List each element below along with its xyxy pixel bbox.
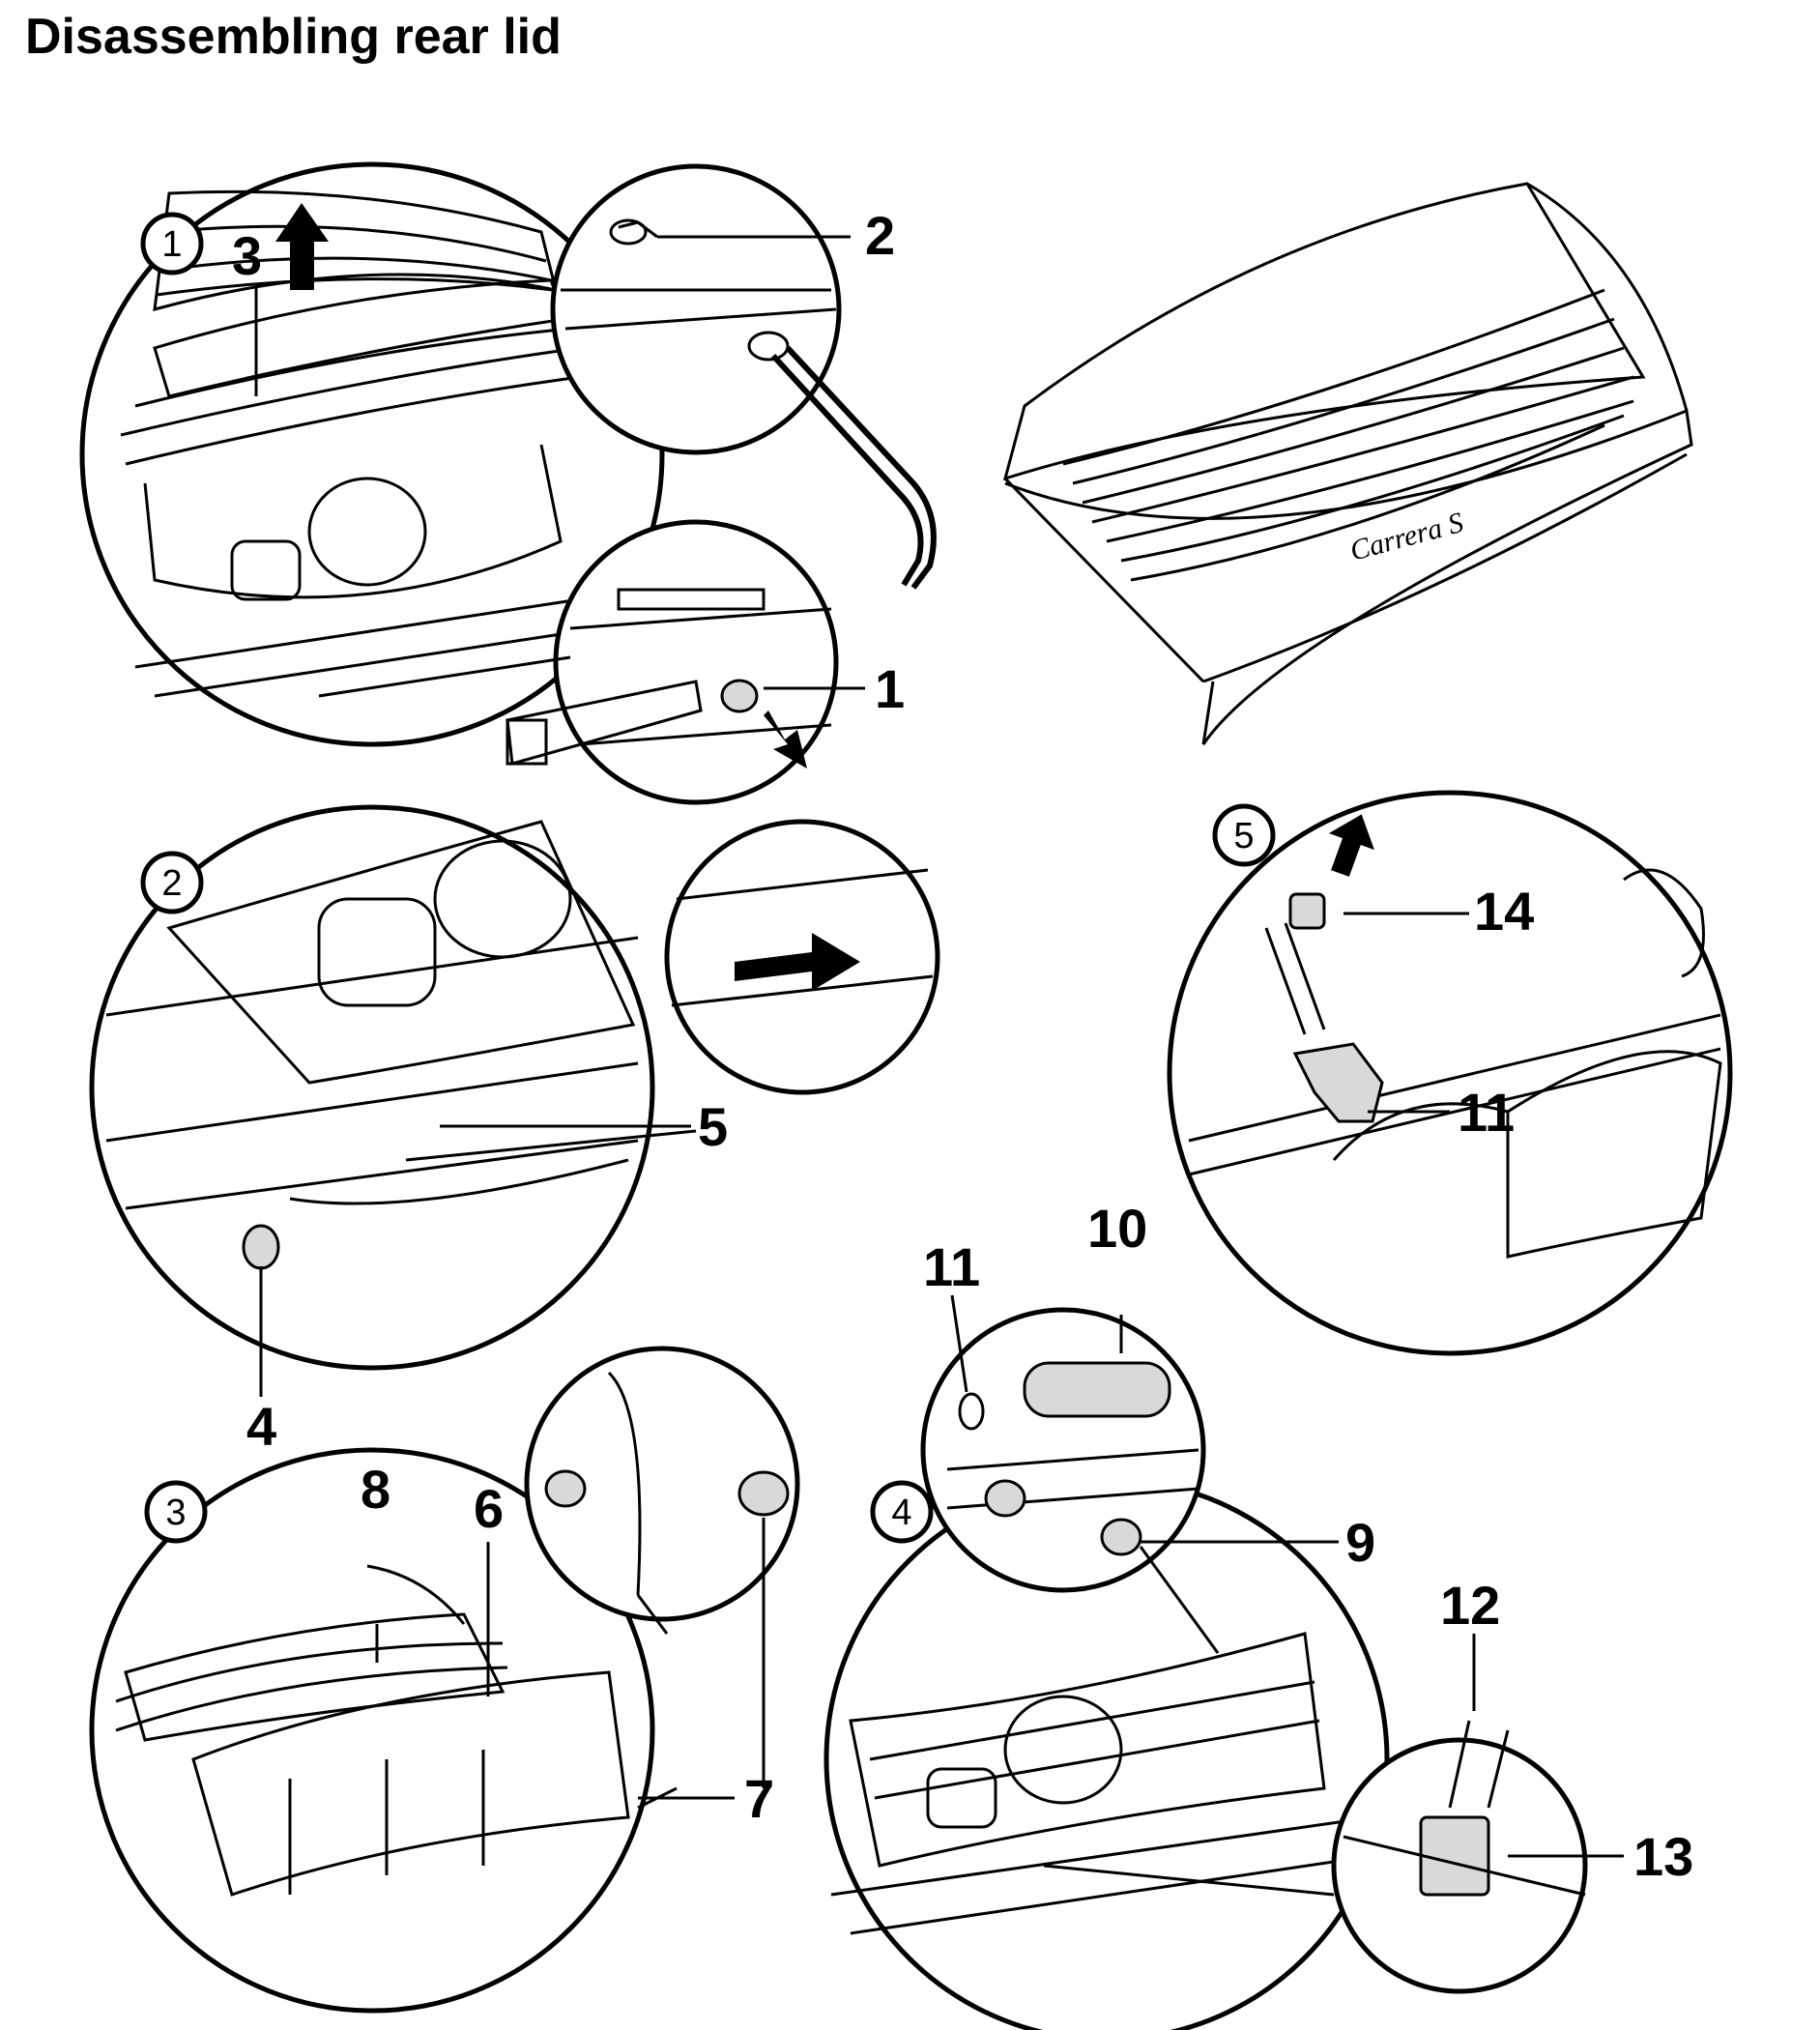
callout-2: 2 bbox=[865, 205, 895, 266]
step-badge-3 bbox=[144, 1480, 208, 1544]
step-1-detail-bottom bbox=[318, 519, 839, 805]
leader-lines bbox=[254, 235, 1624, 1858]
callout-5: 5 bbox=[698, 1096, 728, 1157]
callout-11-step4: 11 bbox=[923, 1236, 980, 1297]
step-1-view bbox=[79, 161, 665, 747]
rear-lid-overview: Carrera S bbox=[1002, 182, 1693, 745]
badge-text: Carrera S bbox=[1346, 507, 1466, 567]
step-badge-1 bbox=[140, 212, 204, 276]
page-title: Disassembling rear lid bbox=[25, 9, 562, 65]
step-2-view bbox=[89, 804, 940, 1397]
callout-11-step5: 11 bbox=[1458, 1082, 1515, 1143]
callout-1: 1 bbox=[875, 658, 905, 719]
step-badges: 1 2 3 4 5 bbox=[140, 212, 1276, 1544]
step-badge-4-label: 4 bbox=[891, 1493, 911, 1533]
step-badge-3-label: 3 bbox=[165, 1493, 186, 1533]
callout-3: 3 bbox=[232, 225, 262, 286]
callout-13: 13 bbox=[1633, 1826, 1693, 1887]
callout-4: 4 bbox=[246, 1396, 276, 1457]
callout-labels: 2 3 1 5 4 8 6 7 11 10 9 12 13 14 11 bbox=[232, 205, 1693, 1887]
step-4-view bbox=[823, 1307, 1588, 2030]
step-3-view bbox=[89, 1346, 800, 2014]
step-5-view bbox=[1167, 790, 1733, 1356]
step-badge-4 bbox=[870, 1480, 934, 1544]
step-badge-2 bbox=[140, 851, 204, 914]
step-badge-2-label: 2 bbox=[161, 863, 182, 904]
callout-6: 6 bbox=[474, 1478, 504, 1539]
callout-8: 8 bbox=[361, 1459, 390, 1520]
step-badge-1-label: 1 bbox=[161, 224, 182, 265]
callout-12: 12 bbox=[1440, 1575, 1500, 1636]
callout-10: 10 bbox=[1087, 1198, 1147, 1259]
step-badge-5 bbox=[1212, 803, 1276, 867]
callout-9: 9 bbox=[1345, 1512, 1375, 1573]
callout-7: 7 bbox=[744, 1768, 774, 1829]
step-badge-5-label: 5 bbox=[1233, 816, 1254, 856]
callout-14: 14 bbox=[1474, 881, 1534, 942]
